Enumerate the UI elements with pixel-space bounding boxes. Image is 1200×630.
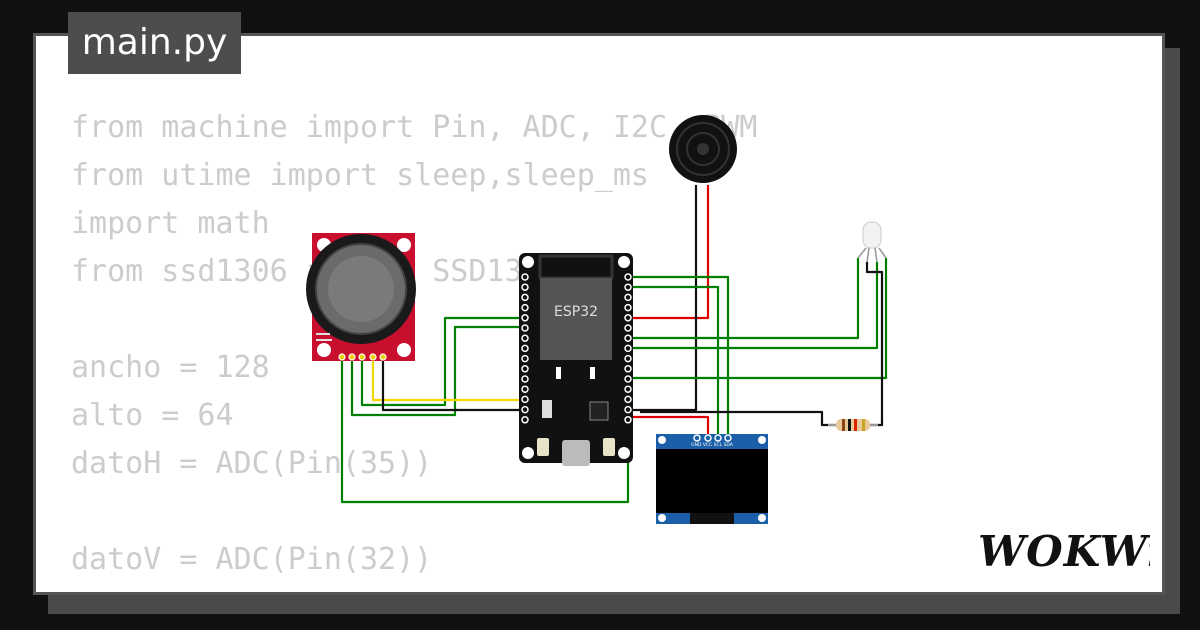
wire-led-to-esp32 (628, 258, 860, 340)
esp32-pin-hole (521, 365, 529, 373)
esp32-pin-hole (624, 344, 632, 353)
esp32-pin-hole (624, 273, 632, 281)
wire-oled-to-esp32 (628, 275, 730, 437)
esp32-pin-hole (624, 385, 632, 393)
code-line: datoH = ADC(Pin(35)) (71, 446, 433, 481)
wire-joystick-to-esp32 (381, 357, 525, 412)
wire-resistor-to-esp32 (640, 410, 836, 427)
resistor (828, 419, 878, 431)
wire-joystick-to-esp32 (350, 325, 525, 417)
code-line: datoV = ADC(Pin(32)) (71, 542, 433, 577)
esp32-pin-hole (624, 314, 632, 322)
esp32-pin-hole (624, 375, 632, 383)
esp32-pin-hole (521, 324, 529, 332)
wire-joystick-to-esp32 (360, 316, 525, 407)
esp32-pin-hole (624, 283, 632, 291)
wire-oled-to-esp32 (628, 415, 710, 437)
esp32-pin-hole (521, 395, 529, 404)
esp32-pin-hole (521, 416, 529, 424)
esp32-pin-hole (624, 293, 632, 302)
esp32-pin-hole (521, 354, 529, 363)
esp32-pin-hole (624, 334, 632, 342)
wire-led-to-resistor (865, 262, 884, 427)
esp32-pin-hole (521, 405, 529, 414)
code-line: ancho = 128 (71, 350, 270, 385)
oled-display: GND VCC SCL SDA (656, 434, 768, 524)
wire-led-to-esp32 (628, 258, 888, 380)
esp32-pin-hole (521, 273, 529, 281)
wire-led-to-esp32 (628, 262, 879, 350)
esp32-pin-hole (521, 283, 529, 291)
esp32-pin-hole (521, 375, 529, 383)
code-preview: from machine import Pin, ADC, I2C, PWM fr… (71, 104, 757, 584)
esp32-pin-hole (521, 303, 529, 312)
rgb-led (857, 221, 887, 263)
esp32-pin-hole (624, 365, 632, 373)
esp32-pin-hole (521, 314, 529, 322)
esp32-pin-hole (624, 395, 632, 404)
esp32-pin-hole (624, 354, 632, 363)
esp32-pin-hole (624, 303, 632, 312)
esp32-pin-hole (521, 293, 529, 302)
esp32-label: ESP32 (554, 304, 598, 320)
oled-pin-labels: GND VCC SCL SDA (691, 442, 734, 448)
wire-joystick-to-esp32 (371, 357, 525, 402)
code-line: alto = 64 (71, 398, 234, 433)
esp32-pin-hole (624, 324, 632, 332)
esp32-pin-hole (521, 344, 529, 353)
esp32-pin-hole (521, 334, 529, 342)
esp32-pin-hole (624, 405, 632, 414)
buzzer (669, 115, 737, 183)
file-tab[interactable]: main.py (68, 12, 241, 74)
esp32-pin-hole (624, 416, 632, 424)
esp32-board: ESP32 (519, 253, 633, 466)
wire-oled-to-esp32 (628, 285, 720, 437)
code-line: from machine import Pin, ADC, I2C, PWM (71, 110, 758, 145)
joystick-module (306, 233, 416, 361)
wokwi-logo-text: WOKWi (978, 527, 1150, 576)
esp32-pin-hole (521, 385, 529, 393)
wokwi-logo[interactable]: WOKWi (978, 526, 1150, 576)
wire-buzzer-ground (628, 185, 698, 412)
code-line: from utime import sleep,sleep_ms (71, 158, 649, 193)
code-line: import math (71, 206, 270, 241)
wire-buzzer-to-esp32 (628, 185, 710, 320)
wire-joystick-to-esp32 (340, 357, 630, 504)
